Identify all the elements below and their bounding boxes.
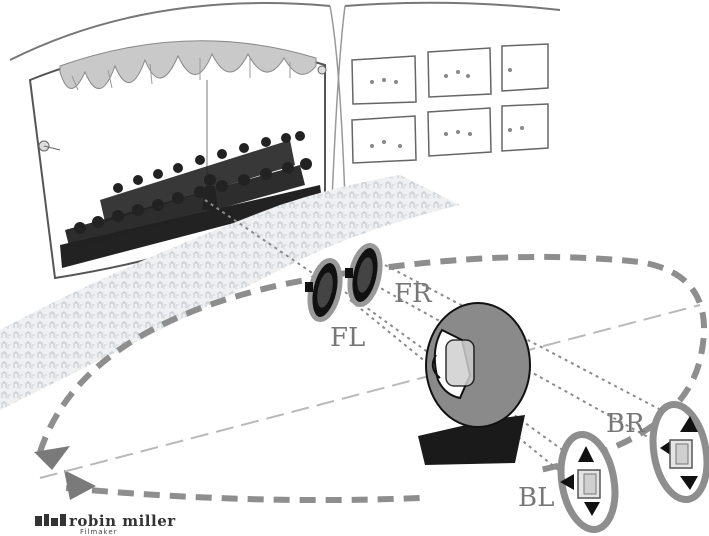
logo-sub: Filmaker xyxy=(80,528,118,536)
label-front-left: FL xyxy=(330,323,365,353)
label-front-right: FR xyxy=(394,279,433,309)
label-back-left: BL xyxy=(518,483,554,513)
label-back-right: BR xyxy=(606,409,646,439)
